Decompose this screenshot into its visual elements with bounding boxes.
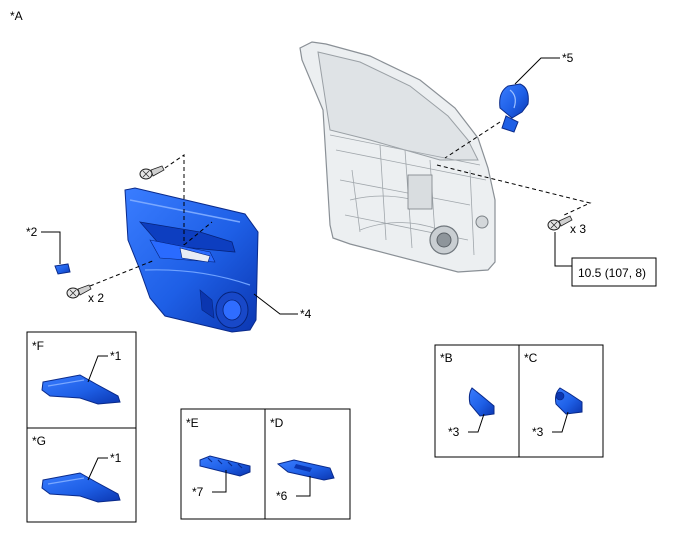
label-view-f: *F — [32, 339, 44, 353]
label-view-e: *E — [186, 416, 199, 430]
leader-part-1-g — [87, 457, 108, 481]
leader-part-4 — [253, 293, 298, 315]
screw-trim-top-icon — [139, 165, 165, 180]
label-part-1-g: *1 — [110, 451, 122, 465]
label-view-b: *B — [440, 351, 453, 365]
label-view-c: *C — [524, 351, 538, 365]
quantity-upper-screw: x 3 — [570, 222, 586, 236]
label-part-4: *4 — [300, 307, 312, 321]
screw-upper-icon — [547, 215, 573, 231]
figure-label-main: *A — [10, 9, 23, 23]
screw-lower-icon — [66, 284, 92, 299]
leader-part-6 — [296, 476, 311, 497]
part-5-illustration — [499, 83, 529, 133]
part-4-trim-panel-illustration — [124, 187, 259, 333]
leader-part-2 — [41, 231, 61, 264]
part-3-view-c-illustration — [555, 387, 583, 415]
leader-torque — [554, 232, 572, 267]
quantity-lower-screw: x 2 — [88, 291, 104, 305]
part-3-view-b-illustration — [468, 387, 495, 417]
dash-line-upper-screw — [436, 164, 592, 217]
label-part-5: *5 — [562, 51, 574, 65]
part-1-view-f-illustration — [41, 374, 121, 405]
leader-part-3-b — [468, 413, 485, 433]
label-part-3-c: *3 — [532, 425, 544, 439]
part-7-illustration — [199, 455, 251, 477]
label-part-1-f: *1 — [110, 349, 122, 363]
leader-part-7 — [212, 470, 227, 493]
torque-value: 10.5 (107, 8) — [578, 266, 646, 280]
leader-part-5 — [514, 57, 560, 85]
label-part-7: *7 — [192, 485, 204, 499]
dash-line-trim-to-door — [183, 221, 213, 246]
part-2-illustration — [54, 263, 71, 275]
label-part-3-b: *3 — [448, 425, 460, 439]
part-6-illustration — [276, 459, 335, 481]
label-view-d: *D — [270, 416, 284, 430]
leader-part-1-f — [87, 355, 108, 383]
dash-line-part-5 — [444, 121, 501, 159]
dash-line-lower-screw — [89, 259, 156, 287]
part-1-view-g-illustration — [41, 472, 121, 503]
label-part-2: *2 — [26, 225, 38, 239]
leader-part-3-c — [552, 411, 569, 433]
label-part-6: *6 — [276, 489, 288, 503]
dash-line-trim-top-screw — [164, 154, 185, 245]
torque-box — [571, 257, 657, 287]
door-frame-illustration — [299, 41, 496, 273]
label-view-g: *G — [32, 434, 46, 448]
